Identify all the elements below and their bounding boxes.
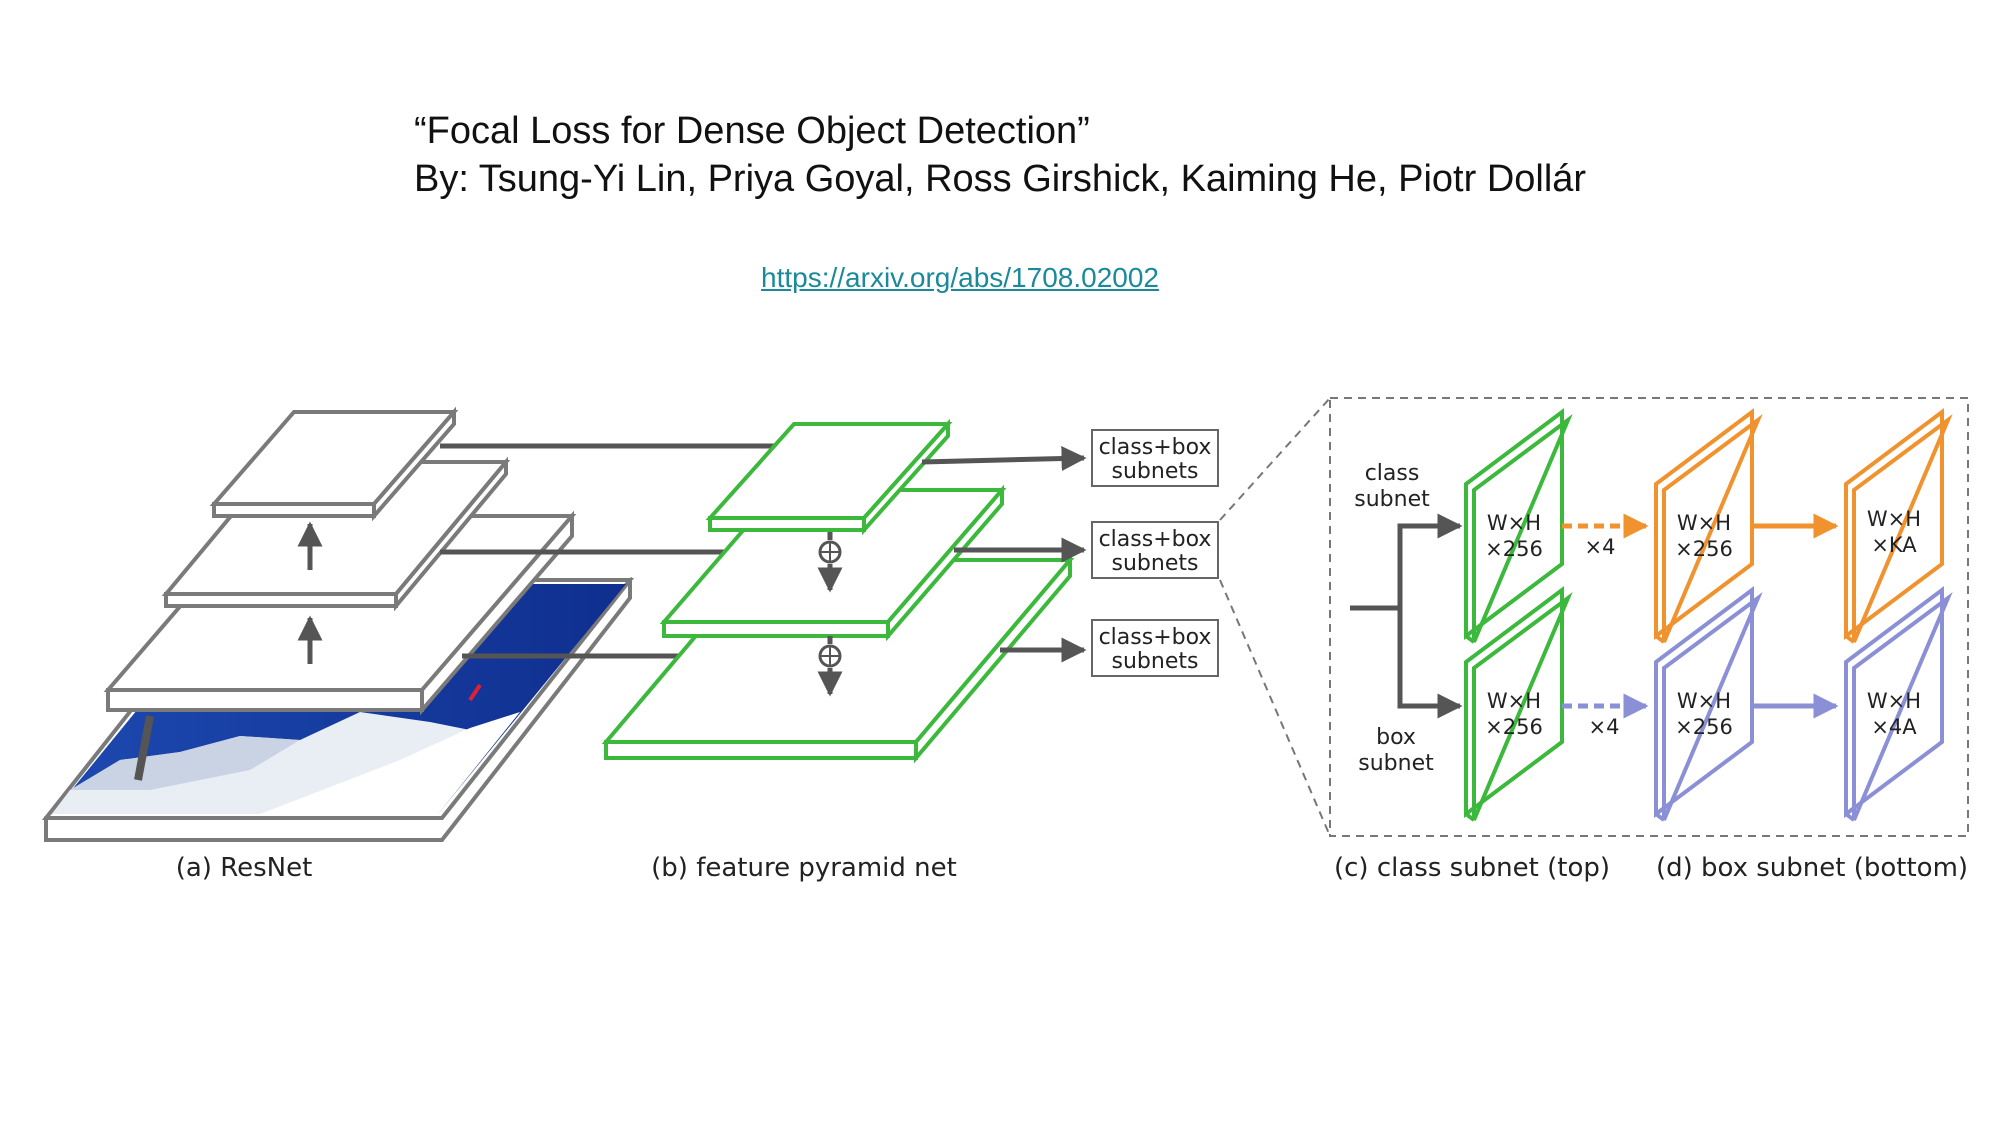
subnet-box-line1: class+box — [1099, 527, 1212, 552]
subnet-box-line2: subnets — [1112, 551, 1199, 576]
map-label-1: W×H — [1867, 507, 1921, 531]
caption-b: (b) feature pyramid net — [651, 853, 957, 883]
caption-c: (c) class subnet (top) — [1334, 853, 1610, 883]
subnet-box-line1: class+box — [1099, 625, 1212, 650]
zoom-line — [1219, 397, 1331, 521]
paper-link[interactable]: https://arxiv.org/abs/1708.02002 — [761, 262, 1159, 293]
class-repeat-label: ×4 — [1585, 535, 1616, 559]
zoom-line — [1219, 579, 1331, 837]
class-subnet-hidden-map: W×H ×256 — [1654, 408, 1763, 644]
subnet-detail-frame — [1329, 397, 1969, 837]
slide-authors: By: Tsung-Yi Lin, Priya Goyal, Ross Girs… — [414, 158, 1587, 200]
box-repeat-label: ×4 — [1589, 715, 1620, 739]
resnet-layer-3 — [209, 406, 459, 522]
map-label-2: ×256 — [1485, 537, 1543, 561]
slide-title: “Focal Loss for Dense Object Detection” — [414, 110, 1090, 152]
box-output-label: ×4A — [1871, 715, 1917, 739]
subnet-box-line2: subnets — [1112, 649, 1199, 674]
fpn-level-1 — [705, 418, 953, 536]
map-label-1: W×H — [1487, 689, 1541, 713]
box-subnet-hidden-map: W×H ×256 — [1654, 586, 1763, 822]
subnet-box: class+box subnets — [1091, 521, 1219, 579]
subnet-box-line2: subnets — [1112, 459, 1199, 484]
resnet-stack — [41, 406, 635, 842]
map-label-2: ×256 — [1675, 715, 1733, 739]
class-subnet-label-2: subnet — [1354, 487, 1430, 512]
map-label-1: W×H — [1487, 511, 1541, 535]
caption-a: (a) ResNet — [176, 853, 313, 883]
map-label-2: ×256 — [1675, 537, 1733, 561]
box-subnet-input-map: W×H ×256 — [1464, 586, 1573, 822]
class-subnet-label-1: class — [1365, 461, 1420, 486]
class-output-label: ×KA — [1871, 533, 1917, 557]
subnet-box-line1: class+box — [1099, 435, 1212, 460]
fpn-outputs — [921, 446, 1087, 663]
map-label-2: ×256 — [1485, 715, 1543, 739]
class-subnet-input-map: W×H ×256 — [1464, 408, 1573, 644]
box-subnet-label-1: box — [1376, 725, 1416, 750]
box-subnet-output-map: W×H ×4A — [1844, 586, 1953, 822]
caption-d: (d) box subnet (bottom) — [1656, 853, 1968, 883]
map-label-1: W×H — [1677, 689, 1731, 713]
map-label-1: W×H — [1867, 689, 1921, 713]
class-subnet-output-map: W×H ×KA — [1844, 408, 1953, 644]
box-subnet-label-2: subnet — [1358, 751, 1434, 776]
fpn-stack — [601, 418, 1075, 764]
subnet-box: class+box subnets — [1091, 429, 1219, 487]
subnet-detail: class subnet box subnet W×H ×256 W×H ×25… — [1329, 397, 1969, 837]
map-label-1: W×H — [1677, 511, 1731, 535]
subnet-box: class+box subnets — [1091, 619, 1219, 677]
